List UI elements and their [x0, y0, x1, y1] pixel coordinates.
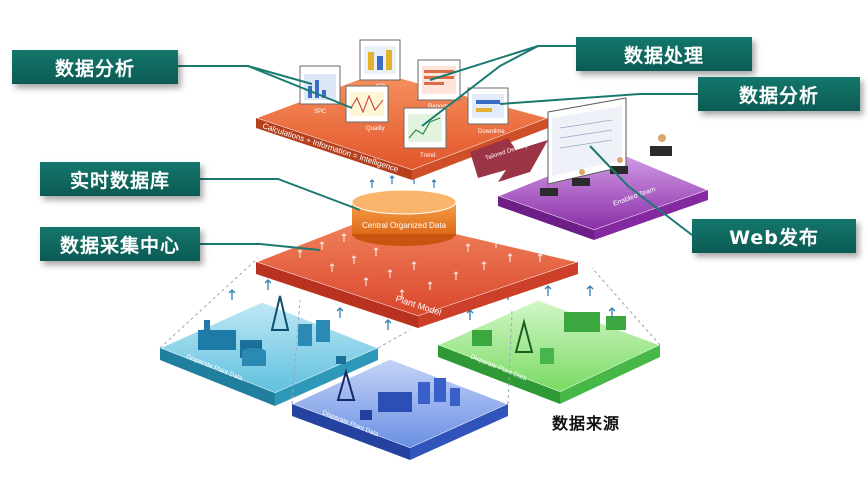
report-quality: Quality	[345, 85, 389, 132]
report-spc: SPC	[299, 65, 341, 115]
callout-realtime-database: 实时数据库	[40, 162, 200, 196]
plant-connectors	[159, 257, 661, 405]
team-platform: Enabled Team	[496, 97, 710, 240]
collection-platform: Plant Model	[254, 214, 580, 328]
cylinder-up-arrows	[369, 175, 437, 188]
report-reports: Reports	[417, 59, 461, 110]
tailored-delivery-arrow: Tailored Delivery	[470, 138, 548, 182]
upward-data-arrows	[228, 279, 616, 330]
plant-right	[436, 299, 662, 404]
cylinder-label: Central Organized Data	[362, 221, 447, 230]
report-trend-label: Trend	[420, 153, 435, 159]
data-source-caption: 数据来源	[552, 414, 621, 433]
callout-data-collection-center: 数据采集中心	[40, 227, 200, 261]
report-trend: Trend	[403, 107, 447, 159]
plant-center	[290, 358, 510, 460]
report-kpi: KPI	[359, 39, 401, 90]
report-downtime: Downtime	[467, 87, 509, 135]
callout-data-processing: 数据处理	[576, 37, 752, 71]
callout-data-analysis-left: 数据分析	[12, 50, 178, 84]
report-downtime-label: Downtime	[478, 129, 505, 135]
callout-leaders	[178, 45, 698, 251]
report-quality-label: Quality	[366, 126, 385, 132]
central-data-cylinder: Central Organized Data	[351, 189, 457, 246]
plant-left	[158, 295, 380, 406]
report-reports-label: Reports	[428, 104, 449, 110]
report-panels: SPC KPI Quality Reports	[299, 39, 509, 159]
callout-web-publish: Web发布	[692, 219, 856, 253]
report-spc-label: SPC	[314, 109, 327, 115]
callout-data-analysis-right: 数据分析	[698, 77, 860, 111]
